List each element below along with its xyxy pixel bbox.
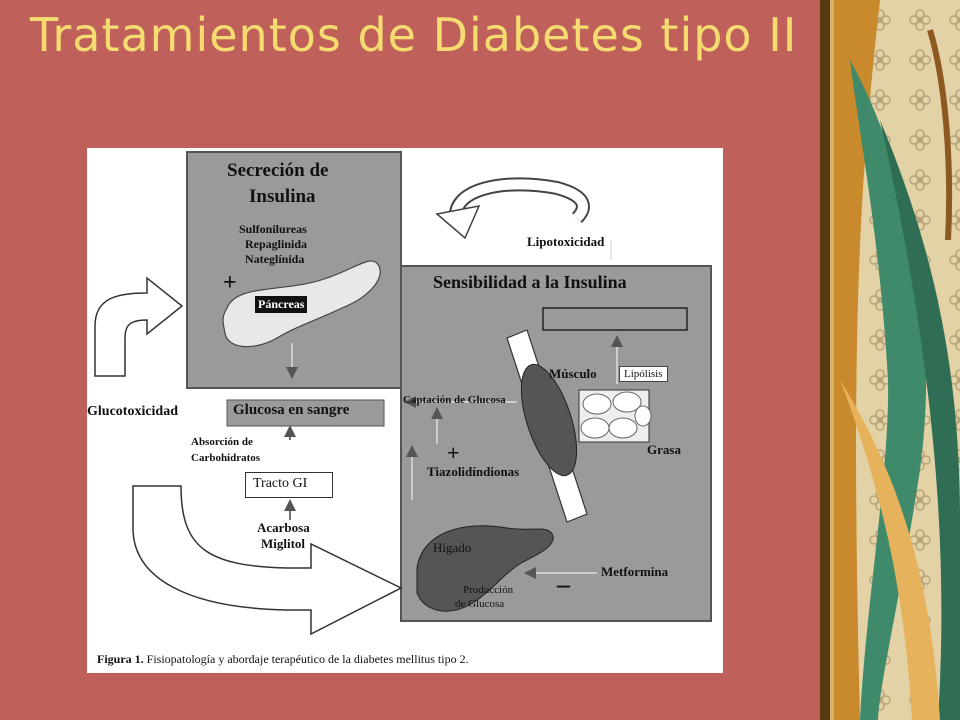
caption-text: Fisiopatología y abordaje terapéutico de… bbox=[146, 652, 469, 666]
tzd-plus-sign: + bbox=[447, 440, 460, 465]
liver-shape bbox=[416, 525, 554, 612]
caption-bold: Figura 1. bbox=[97, 652, 144, 666]
drug-repaglinida: Repaglinida bbox=[245, 237, 308, 251]
fat-cells bbox=[578, 389, 652, 443]
tzd-label: Tiazolidíndionas bbox=[427, 464, 520, 479]
production-label-line1: Producción bbox=[463, 584, 514, 596]
absorption-label-line2: Carbohidratos bbox=[191, 452, 261, 464]
drug-sulfonilureas: Sulfonilureas bbox=[239, 222, 307, 236]
absorption-label-line1: Absorción de bbox=[191, 436, 253, 448]
lipolysis-label: Lipólisis bbox=[619, 366, 668, 382]
sensitivity-title: Sensibilidad a la Insulina bbox=[433, 272, 627, 292]
production-label-line2: de Glucosa bbox=[455, 598, 505, 610]
metformin-label: Metformina bbox=[601, 564, 669, 579]
gi-tract-label: Tracto GI bbox=[253, 476, 308, 491]
fat-label: Grasa bbox=[647, 442, 681, 457]
liver-label: Hígado bbox=[433, 540, 472, 555]
glucose-uptake-label: Captación de Glucosa bbox=[403, 394, 506, 406]
drug-nateglinida: Nateglínida bbox=[245, 252, 305, 266]
secretion-title-line2: Insulina bbox=[249, 186, 316, 207]
muscle-shape bbox=[520, 363, 578, 477]
gi-tract-box bbox=[245, 472, 333, 498]
inhibitor-acarbosa: Acarbosa bbox=[257, 520, 310, 535]
lipotoxicity-label: Lipotoxicidad bbox=[527, 234, 605, 249]
glucotoxicity-label: Glucotoxicidad bbox=[87, 404, 179, 419]
decorative-sidebar bbox=[820, 0, 960, 720]
inhibitor-miglitol: Miglitol bbox=[261, 536, 306, 551]
slide-title: Tratamientos de Diabetes tipo II bbox=[30, 8, 798, 62]
figure-caption: Figura 1. Fisiopatología y abordaje tera… bbox=[97, 652, 469, 667]
figure-panel: Secreción de Insulina Sulfonilureas Repa… bbox=[87, 148, 723, 673]
secretion-plus-sign: + bbox=[223, 270, 237, 296]
muscle-label: Músculo bbox=[549, 366, 597, 381]
secretion-title-line1: Secreción de bbox=[227, 160, 329, 181]
pancreas-label: Páncreas bbox=[255, 296, 308, 313]
metformin-minus-sign: – bbox=[557, 570, 570, 599]
blood-glucose-label: Glucosa en sangre bbox=[233, 402, 350, 418]
